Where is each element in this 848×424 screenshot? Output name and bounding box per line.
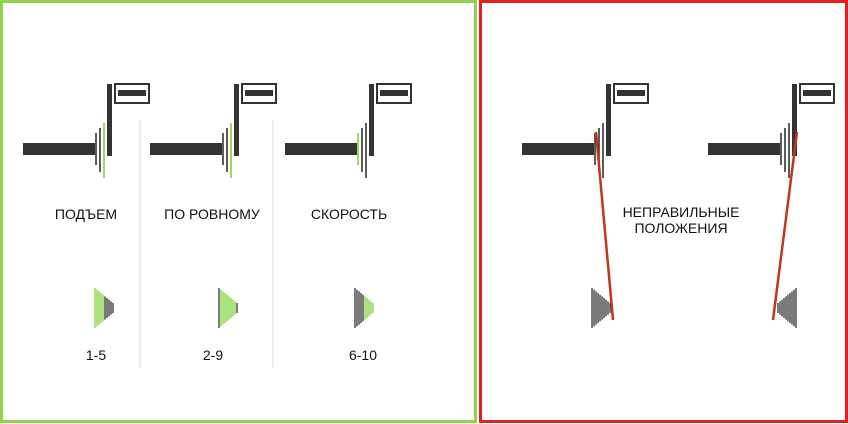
shifter-post: [369, 84, 374, 156]
wrong-chain-line: [594, 131, 615, 321]
shifter-post: [107, 84, 112, 156]
shifter-post: [792, 84, 797, 156]
wrong-positions-label: НЕПРАВИЛЬНЫЕ: [623, 204, 740, 220]
cassette-icon: [218, 288, 238, 328]
lever-bar: [522, 143, 594, 155]
position-label: ПОДЪЕМ: [55, 206, 117, 222]
flag-bar: [245, 90, 273, 96]
wrong-positions-frame: [479, 0, 848, 423]
lever-bar: [285, 143, 357, 155]
cassette-icon: [354, 288, 374, 328]
shifter-icon: [522, 83, 649, 178]
position-label: ПО РОВНОМУ: [164, 206, 260, 222]
shifter-icon: [285, 83, 412, 178]
flag-bar: [380, 90, 408, 96]
shifter-icon: [150, 83, 277, 178]
gear-range-label: 2-9: [203, 347, 223, 363]
lever-bar: [708, 143, 780, 155]
correct-positions-frame: [0, 0, 477, 423]
shifter-icon: [708, 83, 835, 178]
lever-bar: [23, 143, 95, 155]
wrong-positions-label: ПОЛОЖЕНИЯ: [634, 220, 727, 236]
flag-bar: [118, 90, 146, 96]
shifter-post: [234, 84, 239, 156]
gear-range-label: 1-5: [86, 347, 106, 363]
flag-bar: [617, 90, 645, 96]
cassette-icon: [591, 288, 611, 328]
cassette-icon: [94, 288, 114, 328]
shifter-post: [606, 84, 611, 156]
position-label: СКОРОСТЬ: [311, 206, 387, 222]
gear-range-label: 6-10: [349, 347, 377, 363]
flag-bar: [803, 90, 831, 96]
wrong-chain-line: [771, 131, 799, 321]
shifter-icon: [23, 83, 150, 178]
lever-bar: [150, 143, 222, 155]
cassette-icon: [777, 288, 797, 328]
